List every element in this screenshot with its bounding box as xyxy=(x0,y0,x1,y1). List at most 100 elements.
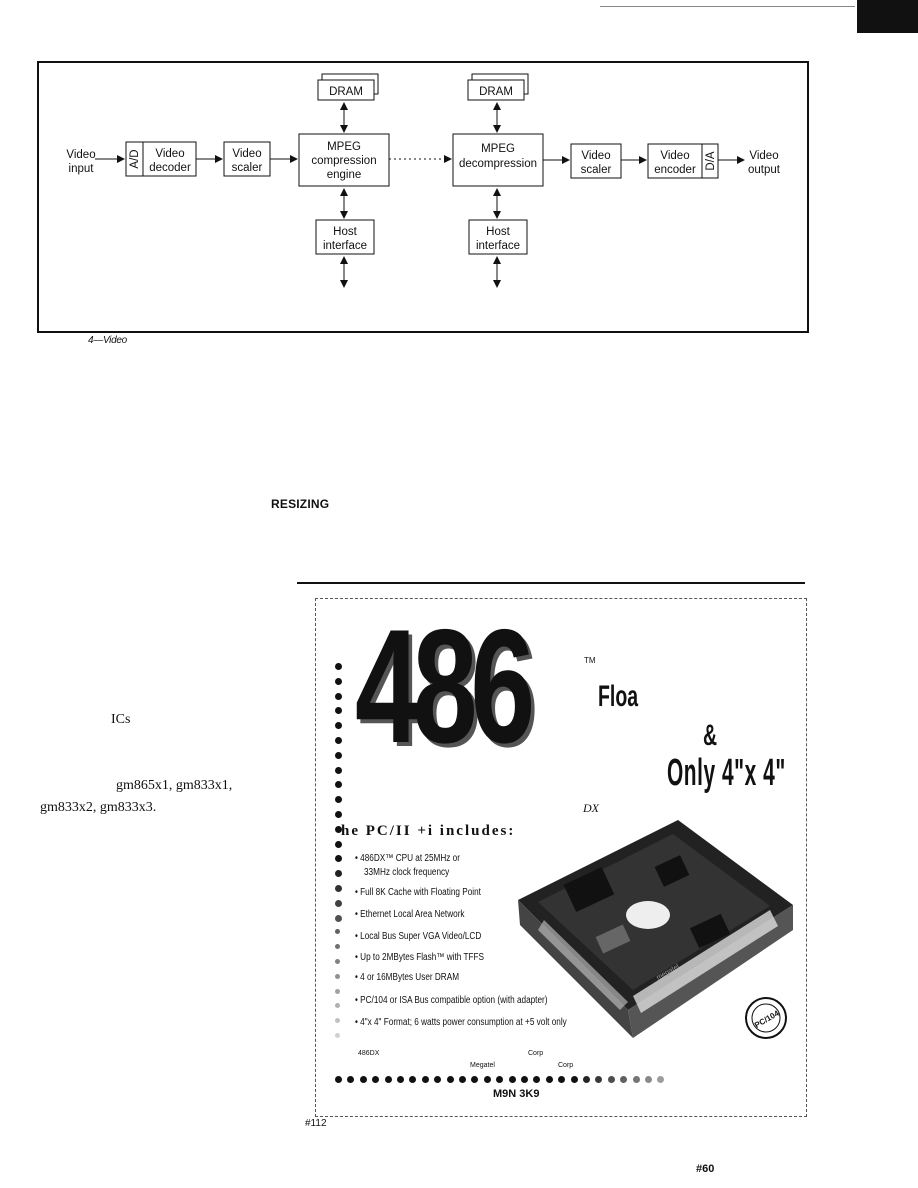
ad-dot xyxy=(335,973,340,979)
ad-big-number: 486 xyxy=(355,596,535,777)
video-scaler-left-label-2: scaler xyxy=(232,162,263,174)
ad-dot xyxy=(335,811,342,818)
ad-board-photo: PC/104 megatel xyxy=(518,820,793,1039)
ad-dot xyxy=(335,751,342,759)
ad-dot xyxy=(335,722,342,730)
ad-feature: • Up to 2MBytes Flash™ with TFFS xyxy=(355,952,484,963)
ad-dot xyxy=(421,1076,429,1083)
block-diagram-frame: DRAM DRAM Video input A/D Video decoder … xyxy=(37,61,809,333)
reader-service-right: #60 xyxy=(696,1163,715,1175)
ad-dot xyxy=(570,1076,578,1083)
ad-dot xyxy=(657,1076,665,1083)
ad-dot xyxy=(335,870,342,878)
ad-footnote-corp-1: Corp xyxy=(528,1050,544,1057)
ad-dot xyxy=(335,663,342,670)
ad-dot xyxy=(335,1033,340,1038)
ad-dot xyxy=(347,1076,355,1083)
host-interface-left-label-2: interface xyxy=(323,240,367,252)
ad-dot xyxy=(335,766,342,774)
ad-feature: • Full 8K Cache with Floating Point xyxy=(355,887,481,898)
ad-dot xyxy=(335,796,342,804)
ad-dot xyxy=(508,1076,516,1083)
mpeg-compression-label-1: MPEG xyxy=(327,141,361,153)
ad-label: A/D xyxy=(129,149,141,168)
ad-footnote-megatel: Megatel xyxy=(470,1062,495,1069)
ad-dot xyxy=(335,1018,340,1024)
ad-postal-code: M9N 3K9 xyxy=(493,1088,540,1100)
body-text-chips-2: gm833x2, gm833x3. xyxy=(40,800,157,815)
mpeg-decompression-label-2: decompression xyxy=(459,158,537,170)
ad-dot xyxy=(359,1076,367,1083)
ad-dot xyxy=(545,1076,553,1083)
ad-headline-floa: Floa xyxy=(598,680,639,713)
ad-dot xyxy=(583,1076,590,1083)
ad-feature: 33MHz clock frequency xyxy=(364,867,450,878)
ad-feature: • 4 or 16MBytes User DRAM xyxy=(355,972,460,983)
ad-dot xyxy=(446,1076,454,1083)
video-scaler-right-label-1: Video xyxy=(581,150,610,162)
ad-feature: • Ethernet Local Area Network xyxy=(355,909,465,920)
ad-dot xyxy=(335,677,342,685)
ad-dot xyxy=(335,944,340,950)
mpeg-compression-label-2: compression xyxy=(311,155,376,167)
ad-dot xyxy=(595,1076,603,1083)
ad-footnote-corp-2: Corp xyxy=(558,1062,574,1069)
ad-dot xyxy=(335,737,342,744)
ad-dot xyxy=(483,1076,491,1083)
ad-feature: • Local Bus Super VGA Video/LCD xyxy=(355,931,482,942)
ad-dot xyxy=(397,1076,404,1083)
ad-dot xyxy=(558,1076,566,1083)
host-interface-right-label-1: Host xyxy=(486,226,510,238)
ad-footnote-486: 486DX xyxy=(358,1050,380,1057)
ad-dot xyxy=(632,1076,640,1083)
ad-feature: • PC/104 or ISA Bus compatible option (w… xyxy=(355,995,548,1006)
reader-service-left: #112 xyxy=(305,1118,327,1129)
video-scaler-left-label-1: Video xyxy=(232,148,261,160)
video-output-label-2: output xyxy=(748,164,781,176)
ad-top-rule xyxy=(297,582,805,584)
ad-dot xyxy=(384,1076,392,1083)
ad-dot xyxy=(335,840,342,848)
mpeg-decompression-label-1: MPEG xyxy=(481,143,515,155)
ad-dot xyxy=(645,1076,652,1083)
mpeg-compression-label-3: engine xyxy=(327,169,362,181)
ad-dx-label: DX xyxy=(583,801,599,815)
host-interface-right-label-2: interface xyxy=(476,240,520,252)
ad-headline-only: Only 4"x 4" xyxy=(667,752,786,794)
ad-dot xyxy=(335,899,342,907)
video-encoder-label-2: encoder xyxy=(654,164,696,176)
host-interface-left-label-1: Host xyxy=(333,226,357,238)
ad-dot xyxy=(335,929,340,935)
ad-dot xyxy=(620,1076,628,1083)
ad-dot xyxy=(335,1003,340,1009)
video-output-label-1: Video xyxy=(749,150,778,162)
top-rule xyxy=(600,6,855,7)
ad-dot xyxy=(533,1076,541,1083)
ad-dot xyxy=(521,1076,528,1083)
video-decoder-label-2: decoder xyxy=(149,162,191,174)
ad-dot xyxy=(335,825,342,833)
dram-right-label: DRAM xyxy=(479,86,513,98)
ad-feature: • 486DX™ CPU at 25MHz or xyxy=(355,853,460,864)
block-diagram: DRAM DRAM Video input A/D Video decoder … xyxy=(66,73,781,288)
ad-dot xyxy=(434,1076,442,1083)
ad-headline-ampersand: & xyxy=(703,719,718,752)
video-input-label-2: input xyxy=(69,163,95,175)
section-heading: RESIZING xyxy=(271,497,330,511)
ad-dot xyxy=(335,1076,342,1083)
body-text-ics: ICs xyxy=(111,712,131,727)
ad-dot xyxy=(335,885,342,892)
dram-left-label: DRAM xyxy=(329,86,363,98)
ad-dot xyxy=(335,707,342,715)
video-scaler-right-label-2: scaler xyxy=(581,164,612,176)
ad-dot xyxy=(335,959,340,964)
ad-dot xyxy=(372,1076,380,1083)
ad-dot xyxy=(471,1076,479,1083)
ad-dot xyxy=(335,988,340,994)
corner-tab xyxy=(857,0,918,33)
ad-includes-title: he PC/II +i includes: xyxy=(341,823,516,839)
ad-dot xyxy=(335,781,342,789)
ad-dot xyxy=(459,1076,466,1083)
ad-dot xyxy=(335,692,342,700)
advertisement-frame xyxy=(315,598,807,1117)
